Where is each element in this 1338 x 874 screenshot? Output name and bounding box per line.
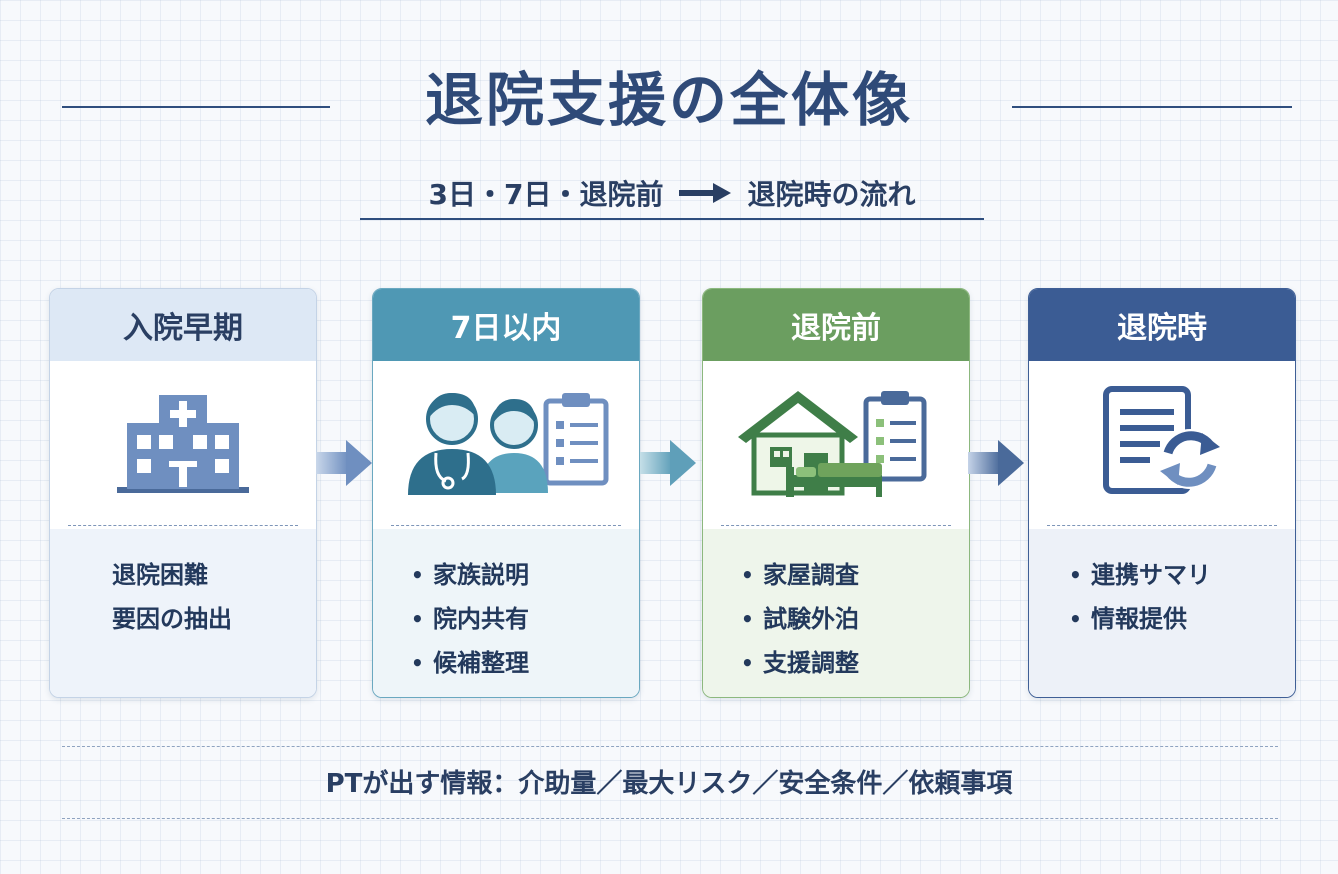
- stage-card-7days: 7日以内 • 家族説明 • 院内共有: [372, 288, 640, 698]
- stage-bullet-text: 候補整理: [433, 649, 529, 677]
- stage-line: 退院困難: [112, 561, 208, 589]
- stage-bullet-text: 家屋調査: [763, 561, 859, 589]
- page-title: 退院支援の全体像: [424, 66, 913, 134]
- footer-note: PTが出す情報：介助量／最大リスク／安全条件／依頼事項: [325, 769, 1013, 799]
- stage-bullet-item: • 支援調整: [741, 641, 969, 685]
- stage-bullet-text: 院内共有: [433, 605, 529, 633]
- stage-bullet-item: • 候補整理: [411, 641, 639, 685]
- stage-bullet-item: • 院内共有: [411, 597, 639, 641]
- stage-illustration: [1029, 361, 1295, 521]
- bullet-icon: •: [411, 607, 424, 631]
- flow-arrow-icon: [316, 440, 372, 486]
- bullet-icon: •: [411, 651, 424, 675]
- stage-body: • 家族説明 • 院内共有 • 候補整理: [373, 529, 639, 697]
- subtitle-left: 3日・7日・退院前: [428, 178, 664, 211]
- stage-header: 退院前: [703, 289, 969, 361]
- stage-header: 退院時: [1029, 289, 1295, 361]
- stage-illustration: [50, 361, 316, 521]
- footer-divider-bottom: [62, 818, 1278, 819]
- bullet-icon: •: [1069, 607, 1082, 631]
- hospital-icon: [117, 395, 249, 493]
- footer-divider-top: [62, 746, 1278, 747]
- stage-divider: [391, 525, 621, 526]
- staff-clipboard-icon: [408, 393, 609, 495]
- flow-arrow-icon: [640, 440, 696, 486]
- subtitle-underline: [360, 218, 984, 220]
- stage-divider: [68, 525, 298, 526]
- flow-arrow-icon: [968, 440, 1024, 486]
- subtitle: 3日・7日・退院前 退院時の流れ: [360, 168, 984, 218]
- stage-line: 要因の抽出: [112, 605, 232, 633]
- title-line-right: [1012, 106, 1292, 108]
- stage-divider: [1047, 525, 1277, 526]
- bullet-icon: •: [741, 651, 754, 675]
- bullet-icon: •: [1069, 563, 1082, 587]
- stage-bullet-text: 家族説明: [433, 561, 529, 589]
- right-arrow-icon: [679, 183, 732, 203]
- stage-header: 入院早期: [50, 289, 316, 361]
- stage-bullet-item: • 情報提供: [1069, 597, 1295, 641]
- stage-bullet-text: 試験外泊: [763, 605, 859, 633]
- bullet-icon: •: [741, 563, 754, 587]
- stage-card-at-discharge: 退院時 • 連携サマリ • 情報提供: [1028, 288, 1296, 698]
- stage-card-before-discharge: 退院前 • 家屋調査: [702, 288, 970, 698]
- document-sync-icon: [1103, 386, 1220, 494]
- stage-card-early: 入院早期 退院困難 要因の抽出: [49, 288, 317, 698]
- stage-bullet-text: 支援調整: [763, 649, 859, 677]
- stage-bullet-item: • 家屋調査: [741, 553, 969, 597]
- stage-illustration: [703, 361, 969, 521]
- house-bed-icon: [738, 391, 927, 497]
- stage-bullet-item: • 連携サマリ: [1069, 553, 1295, 597]
- stage-bullet-text: 連携サマリ: [1091, 561, 1211, 589]
- subtitle-right: 退院時の流れ: [747, 178, 916, 211]
- stage-bullet-item: • 試験外泊: [741, 597, 969, 641]
- stage-body: • 連携サマリ • 情報提供: [1029, 529, 1295, 697]
- title-line-left: [62, 106, 330, 108]
- stage-bullet-text: 情報提供: [1091, 605, 1187, 633]
- bullet-icon: •: [741, 607, 754, 631]
- bullet-icon: •: [411, 563, 424, 587]
- stage-divider: [721, 525, 951, 526]
- stage-body: • 家屋調査 • 試験外泊 • 支援調整: [703, 529, 969, 697]
- stage-illustration: [373, 361, 639, 521]
- stage-bullet-item: • 家族説明: [411, 553, 639, 597]
- stage-body: 退院困難 要因の抽出: [50, 529, 316, 697]
- stage-header: 7日以内: [373, 289, 639, 361]
